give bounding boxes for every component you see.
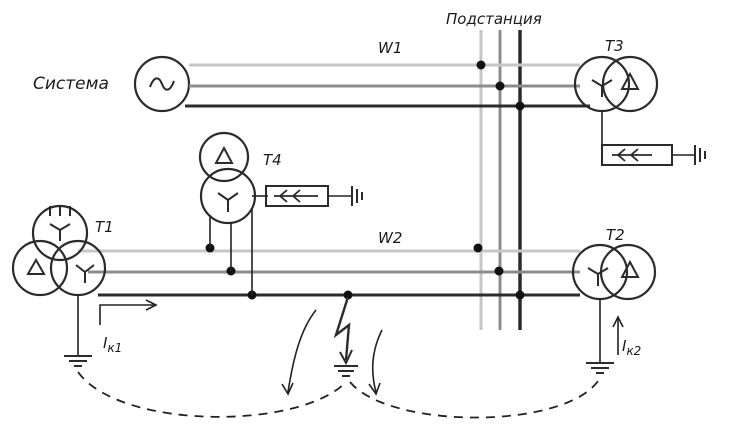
line-w2 bbox=[78, 249, 580, 297]
junction-w2-sub-c bbox=[515, 290, 525, 300]
transformer-t3-label: T3 bbox=[605, 37, 624, 55]
transformer-t1 bbox=[11, 204, 107, 355]
fault-ground bbox=[334, 365, 358, 377]
substation-label: Подстанция bbox=[446, 10, 542, 28]
t4-grounding-reactor bbox=[252, 185, 363, 207]
current-arrow-k1 bbox=[99, 299, 317, 396]
transformer-t2 bbox=[571, 243, 657, 362]
line-w1 bbox=[185, 63, 590, 108]
current-k1-label: Iк1 bbox=[103, 334, 122, 355]
current-k2-label: Iк2 bbox=[622, 337, 641, 358]
earth-return-path-k1 bbox=[77, 371, 347, 418]
fault-point bbox=[343, 290, 353, 300]
transformer-t4-label: T4 bbox=[263, 151, 282, 169]
t3-grounding-reactor bbox=[601, 111, 706, 166]
transformer-t2-label: T2 bbox=[606, 226, 625, 244]
transformer-t4 bbox=[198, 131, 257, 295]
transformer-t1-label: T1 bbox=[95, 218, 114, 236]
transformer-t3 bbox=[573, 55, 659, 113]
line-w1-label: W1 bbox=[378, 39, 402, 57]
line-w2-label: W2 bbox=[378, 229, 402, 247]
earth-return-path-k2 bbox=[349, 377, 601, 419]
generator-symbol bbox=[133, 55, 191, 113]
junction-w1-c bbox=[515, 101, 525, 111]
system-label: Система bbox=[33, 74, 109, 94]
fault-lightning-icon bbox=[333, 296, 353, 366]
junction-w2-sub-b bbox=[494, 266, 504, 276]
junction-w1-a bbox=[476, 60, 486, 70]
junction-w2-sub-a bbox=[473, 243, 483, 253]
current-arrow-k2 bbox=[368, 315, 624, 396]
junction-w1-b bbox=[495, 81, 505, 91]
t2-ground bbox=[586, 362, 614, 374]
t1-ground bbox=[64, 355, 92, 367]
substation-busbars bbox=[479, 30, 522, 330]
